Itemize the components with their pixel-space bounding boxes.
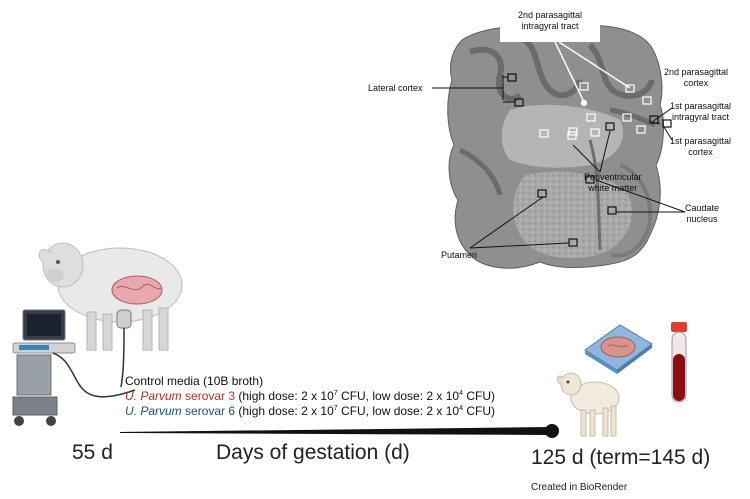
- timeline-start-label: 55 d: [72, 441, 113, 464]
- timeline-axis-label: Days of gestation (d): [216, 441, 410, 464]
- timeline-bar: [120, 424, 559, 438]
- biorender-credit: Created in BioRender: [531, 482, 628, 493]
- treatment-control: Control media (10B broth): [125, 374, 264, 388]
- serovar3-species: U. Parvum: [125, 389, 182, 403]
- sheep-icon: [38, 242, 183, 351]
- serovar3-name: serovar 3: [181, 389, 236, 403]
- ultrasound-machine-icon: [12, 309, 136, 426]
- blood-tube-icon: [671, 322, 687, 403]
- serovar6-name: serovar 6: [181, 404, 236, 418]
- treatment-serovar-6: U. Parvum serovar 6 (high dose: 2 x 107 …: [125, 404, 495, 418]
- lamb-icon: [556, 372, 620, 437]
- treatment-serovar-3: U. Parvum serovar 3 (high dose: 2 x 107 …: [125, 389, 495, 403]
- serovar6-species: U. Parvum: [125, 404, 182, 418]
- label-putamen: Putamen: [441, 250, 478, 260]
- label-lateral-cortex: Lateral cortex: [368, 83, 423, 93]
- brain-slide-icon: [584, 324, 653, 374]
- timeline-end-label: 125 d (term=145 d): [531, 446, 711, 469]
- sample-box-white: [539, 82, 652, 140]
- timeline-endpoint: [545, 424, 559, 438]
